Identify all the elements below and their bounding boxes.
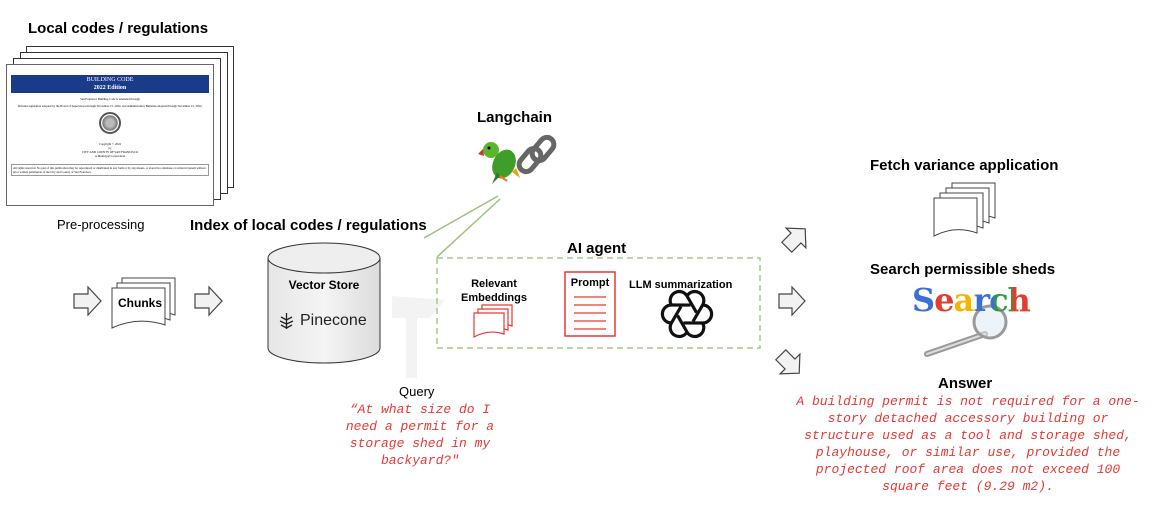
embeddings-icon [473,304,513,338]
prompt-document-icon [564,271,616,337]
building-code-cover-page: BUILDING CODE 2022 Edition San Francisco… [6,64,214,206]
answer-text: A building permit is not required for a … [796,394,1140,494]
doc-by: by [108,146,112,150]
doc-corp: A Municipal Corporation [94,154,126,158]
vector-store-label: Vector Store [288,278,360,292]
langchain-connector-line-lower [436,198,501,258]
magnifying-glass-icon [924,304,1008,357]
query-text: “At what size do I need a permit for a s… [345,402,495,468]
doc-heading: BUILDING CODE [86,77,134,83]
langchain-connector-line-upper [423,195,499,239]
arrow-to-search-icon [778,285,806,317]
arrow-up-right-to-fetch-icon [781,227,807,253]
query-label: Query [399,384,435,399]
pinecone-logo: Pinecone [278,312,367,330]
query-pointer-shape [392,296,445,378]
local-codes-title: Local codes / regulations [28,20,209,37]
search-word: Search [912,281,1031,319]
building-code-document-stack: BUILDING CODE 2022 Edition San Francisco… [6,46,236,206]
doc-footer: All rights reserved. No part of this pub… [11,164,209,176]
doc-copyright: Copyright © 2022 [99,142,121,146]
fetch-variance-title: Fetch variance application [870,157,1059,174]
answer-title: Answer [938,375,993,392]
index-title: Index of local codes / regulations [190,217,427,234]
doc-edition: 2022 Edition [93,85,127,91]
langchain-title: Langchain [477,109,553,126]
ai-agent-box [436,257,761,349]
doc-line1: San Francisco Building Code is amended t… [80,97,140,101]
search-logo: Search [912,281,1031,319]
arrow-down-right-to-answer-icon [775,349,801,375]
parrot-icon [478,142,520,184]
fetch-document-stack-icon [933,182,996,237]
chunks-label: Chunks [118,296,163,310]
llm-summarization-label: LLM summarization [629,279,733,291]
preprocessing-label: Pre-processing [57,217,145,232]
search-sheds-title: Search permissible sheds [870,261,1056,278]
arrow-to-chunks-icon [73,285,102,317]
pinecone-icon [279,313,294,329]
city-seal-icon [99,112,121,134]
pinecone-label: Pinecone [300,312,367,329]
doc-line2: Includes legislation adopted by the Boar… [17,104,203,108]
vector-store-cylinder [267,242,381,364]
ai-agent-title: AI agent [567,240,627,257]
prompt-label: Prompt [570,277,610,289]
embeddings-label: Relevant Embeddings [460,278,527,304]
doc-city: CITY AND COUNTY OF SAN FRANCISCO [81,150,139,154]
chunks-icon [111,277,176,329]
openai-logo-icon [660,289,714,339]
arrow-to-vector-store-icon [194,285,223,317]
chain-link-icon [516,134,557,175]
